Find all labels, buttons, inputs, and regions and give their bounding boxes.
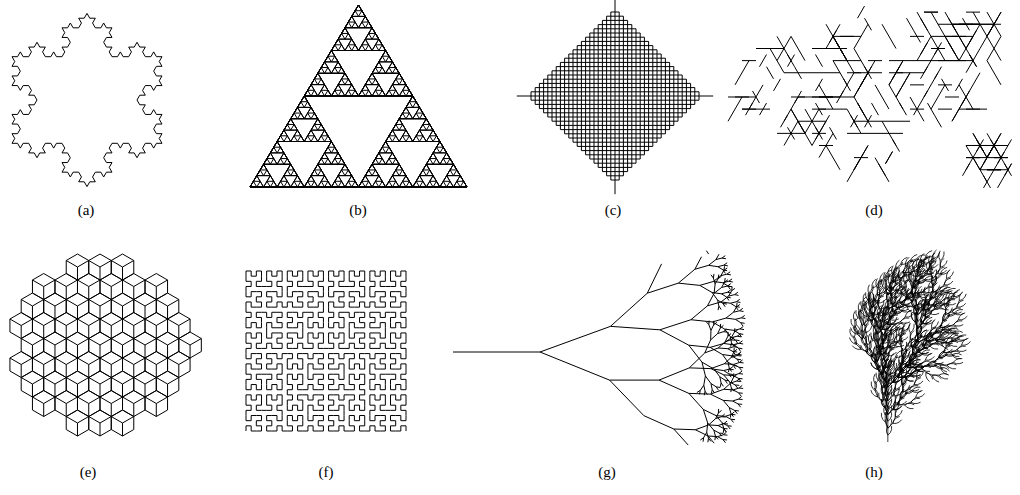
rhombus-tiling <box>10 254 201 436</box>
diamond-grid <box>517 0 713 194</box>
hilbert-curve <box>246 271 406 431</box>
branching-tree <box>453 251 745 445</box>
panel-label: (h) <box>865 465 883 480</box>
panel-label: (c) <box>605 203 622 218</box>
panel-label: (a) <box>78 203 95 218</box>
koch-snowflake <box>12 13 162 186</box>
lattice-segments <box>728 6 1012 188</box>
panel-label: (b) <box>349 203 367 218</box>
panel-label: (e) <box>80 465 97 480</box>
sierpinski-triangle <box>250 5 467 187</box>
panel-label: (d) <box>865 203 883 218</box>
bushy-plant <box>849 250 970 442</box>
panel-label: (f) <box>319 465 334 480</box>
panel-label: (g) <box>598 465 616 480</box>
